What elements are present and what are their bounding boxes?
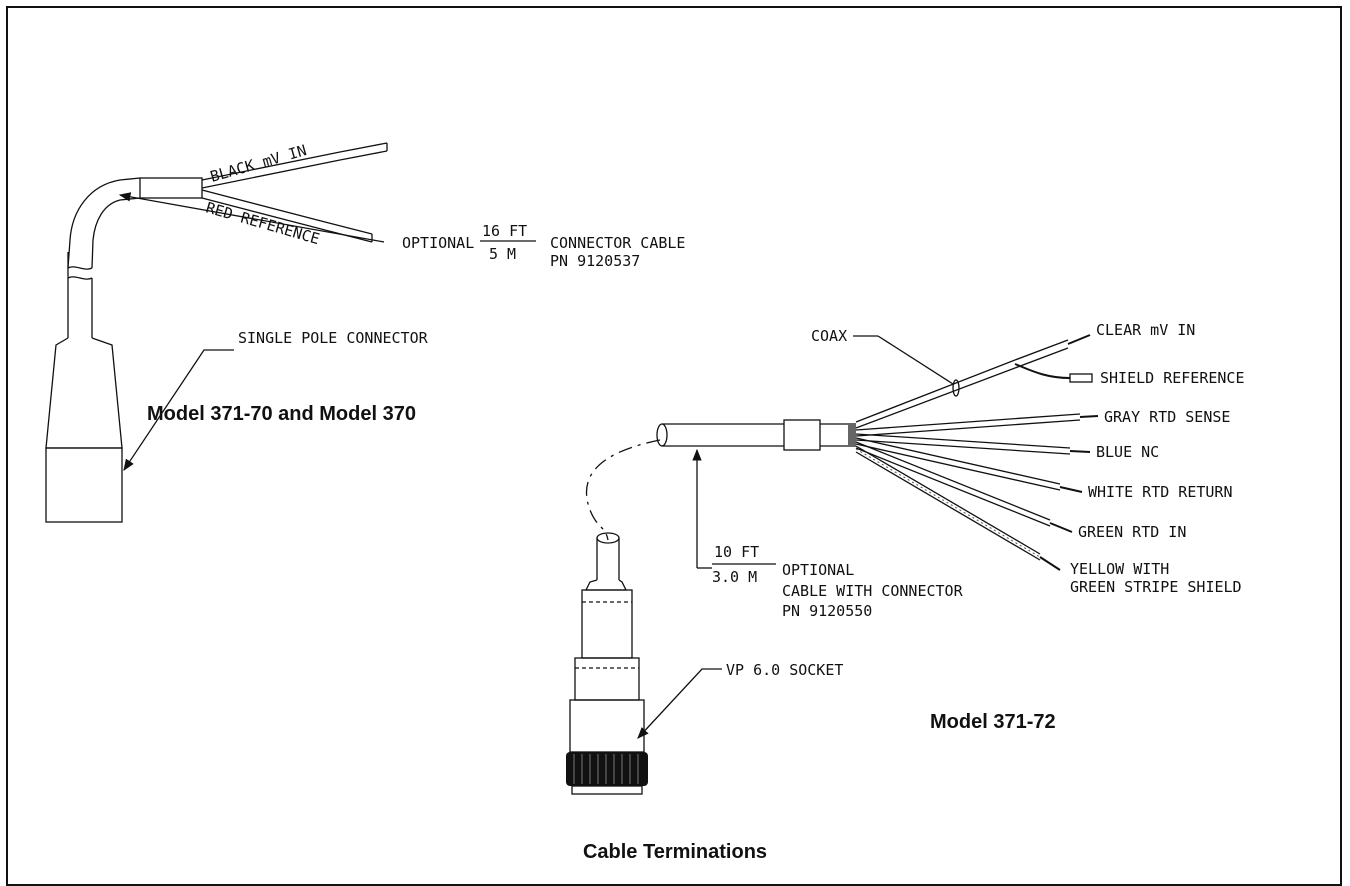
left-cable-body [67, 278, 93, 338]
wire-label-blue: BLUE NC [1096, 443, 1159, 461]
coax-wire [855, 334, 1091, 429]
left-caption: Model 371-70 and Model 370 [147, 403, 416, 425]
coax-label: COAX [811, 327, 847, 345]
socket-mid [574, 657, 640, 701]
cable-continuation-dashed [585, 439, 661, 541]
white-wire [855, 437, 1083, 493]
socket-leader [637, 668, 722, 739]
gray-wire [855, 413, 1099, 437]
socket-knurled-nut [566, 752, 648, 786]
right-cable-length-m: 3.0 M [712, 568, 757, 586]
socket-upper [581, 589, 633, 659]
red-wire [201, 189, 373, 243]
connector-leader [123, 349, 234, 471]
socket-label: VP 6.0 SOCKET [726, 661, 843, 679]
right-caption: Model 371-72 [930, 711, 1056, 733]
cable-name-label: CONNECTOR CABLE [550, 234, 685, 252]
green-wire [855, 441, 1073, 533]
cable-length-ft: 16 FT [482, 222, 527, 240]
figure-caption: Cable Terminations [583, 841, 767, 863]
shield-wire [1014, 363, 1093, 383]
cable-prefix-label: OPTIONAL [402, 234, 474, 252]
single-pole-connector-body [45, 337, 123, 449]
wire-label-yellow: YELLOW WITH [1070, 560, 1169, 578]
wire-label-shield: SHIELD REFERENCE [1100, 369, 1245, 387]
wire-label-clear: CLEAR mV IN [1096, 321, 1195, 339]
right-cable-length-ft: 10 FT [714, 543, 759, 561]
right-sleeve [783, 419, 821, 451]
black-wire-label: BLACK mV IN [208, 141, 308, 186]
yellow-green-stripe-wire [855, 445, 1061, 571]
left-break-bottom [67, 276, 93, 280]
wire-label-white: WHITE RTD RETURN [1088, 483, 1233, 501]
socket-body [569, 699, 645, 753]
blue-wire [855, 433, 1091, 455]
connector-label: SINGLE POLE CONNECTOR [238, 329, 429, 347]
left-cable-assembly: BLACK mV IN RED REFERENCE OPTIONAL 16 FT… [45, 141, 685, 523]
right-cable-prefix: OPTIONAL [782, 561, 854, 579]
cable-pn-label: PN 9120537 [550, 252, 640, 270]
right-cable-assembly: VP 6.0 SOCKET 10 FT 3.0 M OPTIONAL CABLE… [566, 321, 1245, 795]
left-elbow-inner [91, 197, 141, 269]
cable-leader [118, 192, 385, 243]
left-break-top [67, 266, 93, 270]
wire-label-gray: GRAY RTD SENSE [1104, 408, 1230, 426]
right-cable-pn: PN 9120550 [782, 602, 872, 620]
wire-label-yellow-cont: GREEN STRIPE SHIELD [1070, 578, 1242, 596]
wire-label-green: GREEN RTD IN [1078, 523, 1186, 541]
black-wire [201, 142, 388, 189]
left-sleeve [139, 177, 203, 199]
single-pole-connector-base [45, 447, 123, 523]
right-cable-name: CABLE WITH CONNECTOR [782, 582, 964, 600]
cable-length-m: 5 M [489, 245, 516, 263]
left-elbow-outer [67, 177, 141, 269]
